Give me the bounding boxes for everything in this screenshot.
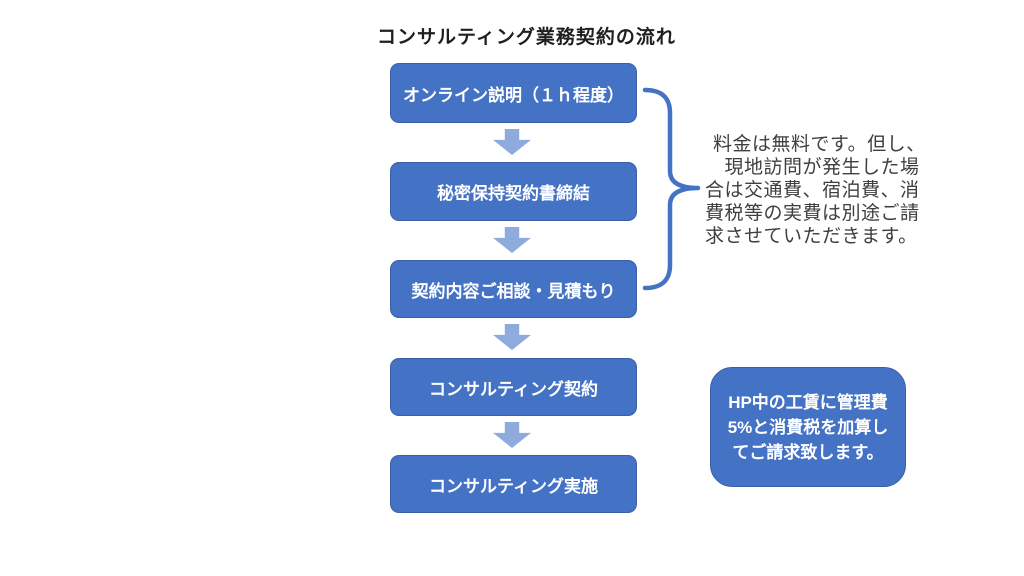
- note-line: 合は交通費、宿泊費、消: [705, 180, 920, 201]
- page-title: コンサルティング業務契約の流れ: [377, 27, 676, 48]
- flow-step-consulting-execution: コンサルティング実施: [390, 455, 637, 513]
- down-arrow-icon: [493, 129, 531, 155]
- flow-step-label: 契約内容ご相談・見積もり: [411, 281, 616, 301]
- flow-step-consulting-contract: コンサルティング契約: [390, 358, 637, 416]
- flow-step-label: 秘密保持契約書締結: [437, 184, 590, 203]
- note-line: 現地訪問が発生した場: [705, 157, 920, 178]
- flow-step-online-explanation: オンライン説明（１ｈ程度）: [390, 63, 637, 123]
- flow-step-label: コンサルティング実施: [429, 476, 598, 496]
- billing-callout-box: HP中の工賃に管理費 5%と消費税を加算し てご請求致します。: [710, 367, 906, 487]
- note-line: 料金は無料です。但し、: [713, 134, 926, 155]
- note-line: 求させていただきます。: [705, 226, 918, 247]
- callout-line: 5%と消費税を加算し: [727, 417, 889, 437]
- down-arrow-icon: [493, 324, 531, 350]
- right-curly-brace-icon: [642, 87, 701, 291]
- callout-line: てご請求致します。: [732, 442, 884, 462]
- down-arrow-icon: [493, 227, 531, 253]
- flow-step-nda-signing: 秘密保持契約書締結: [390, 162, 637, 221]
- flow-step-label: オンライン説明（１ｈ程度）: [403, 85, 624, 105]
- fee-note-text: 料金は無料です。但し、 現地訪問が発生した場 合は交通費、宿泊費、消 費税等の実…: [705, 133, 955, 248]
- flow-step-label: コンサルティング契約: [429, 379, 598, 399]
- flow-step-consultation-estimate: 契約内容ご相談・見積もり: [390, 260, 637, 318]
- callout-line: HP中の工賃に管理費: [728, 392, 888, 412]
- down-arrow-icon: [493, 422, 531, 448]
- note-line: 費税等の実費は別途ご請: [705, 203, 920, 224]
